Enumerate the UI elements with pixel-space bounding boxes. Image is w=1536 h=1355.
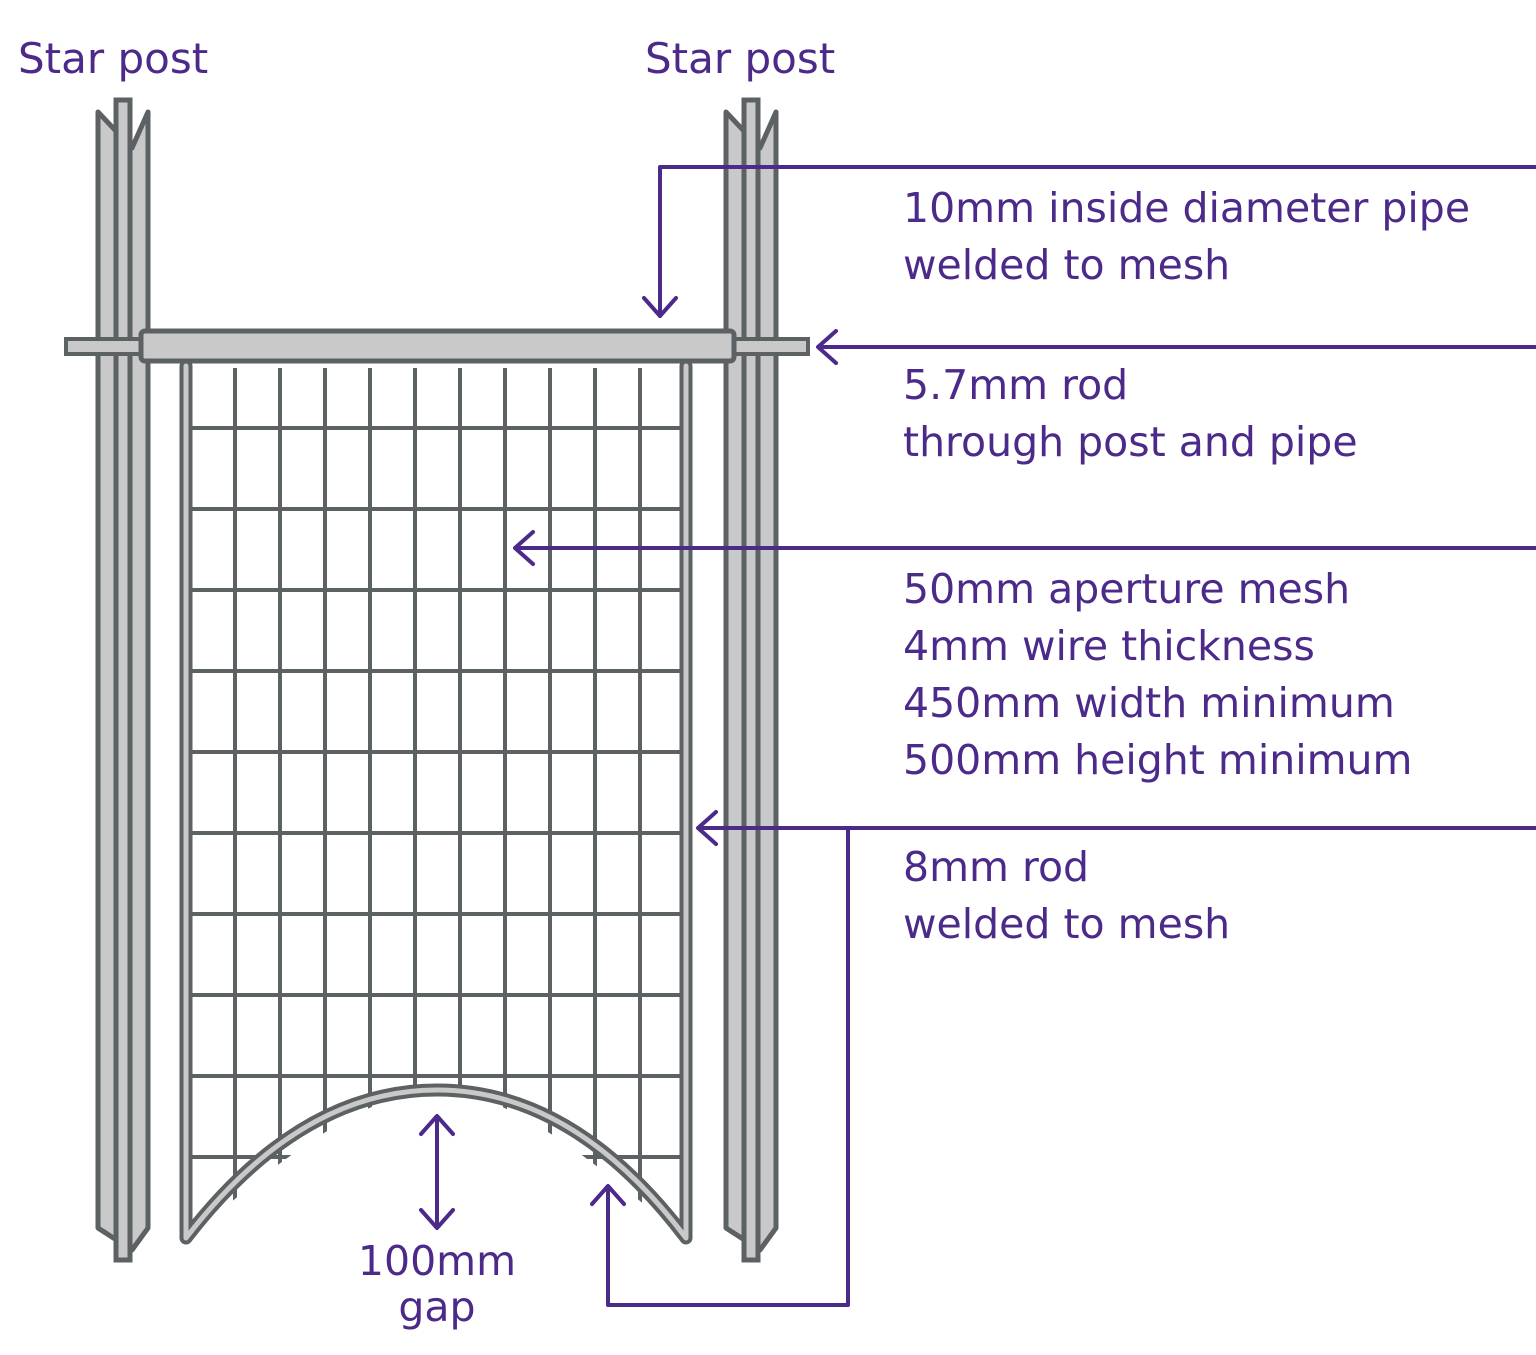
rod-callout-line-1: 5.7mm rod	[903, 361, 1129, 409]
mesh-callout-line-2: 4mm wire thickness	[903, 622, 1315, 670]
rod-callout-line-2: through post and pipe	[903, 418, 1358, 466]
pipe-callout-line-1: 10mm inside diameter pipe	[903, 184, 1471, 232]
frame-callout: 8mm rod welded to mesh	[903, 839, 1230, 953]
mesh-leader-arrow	[513, 530, 1536, 566]
pipe-leader-arrow	[642, 165, 1536, 318]
rod-frame	[179, 359, 693, 1245]
rod-callout: 5.7mm rod through post and pipe	[903, 357, 1358, 471]
frame-callout-line-1: 8mm rod	[903, 843, 1090, 891]
mesh-callout-line-4: 500mm height minimum	[903, 736, 1413, 784]
right-star-post	[723, 97, 779, 1263]
rod-leader-arrow	[816, 329, 1536, 365]
pipe-callout: 10mm inside diameter pipe welded to mesh	[903, 180, 1470, 294]
mesh-callout: 50mm aperture mesh 4mm wire thickness 45…	[903, 561, 1412, 789]
gap-callout-line-1: 100mm	[357, 1237, 517, 1285]
top-pipe	[138, 328, 737, 364]
gap-dimension-arrow	[419, 1114, 455, 1230]
frame-callout-line-2: welded to mesh	[903, 900, 1231, 948]
frame-leader-arrow	[590, 810, 1536, 1307]
wire-mesh	[190, 368, 682, 1238]
gap-callout: 100mm gap	[337, 1238, 537, 1330]
left-star-post-label: Star post	[18, 34, 209, 83]
left-star-post	[95, 97, 151, 1263]
gap-callout-line-2: gap	[398, 1283, 476, 1331]
right-star-post-label: Star post	[645, 34, 836, 83]
mesh-callout-line-3: 450mm width minimum	[903, 679, 1395, 727]
pipe-callout-line-2: welded to mesh	[903, 241, 1231, 289]
mesh-callout-line-1: 50mm aperture mesh	[903, 565, 1351, 613]
